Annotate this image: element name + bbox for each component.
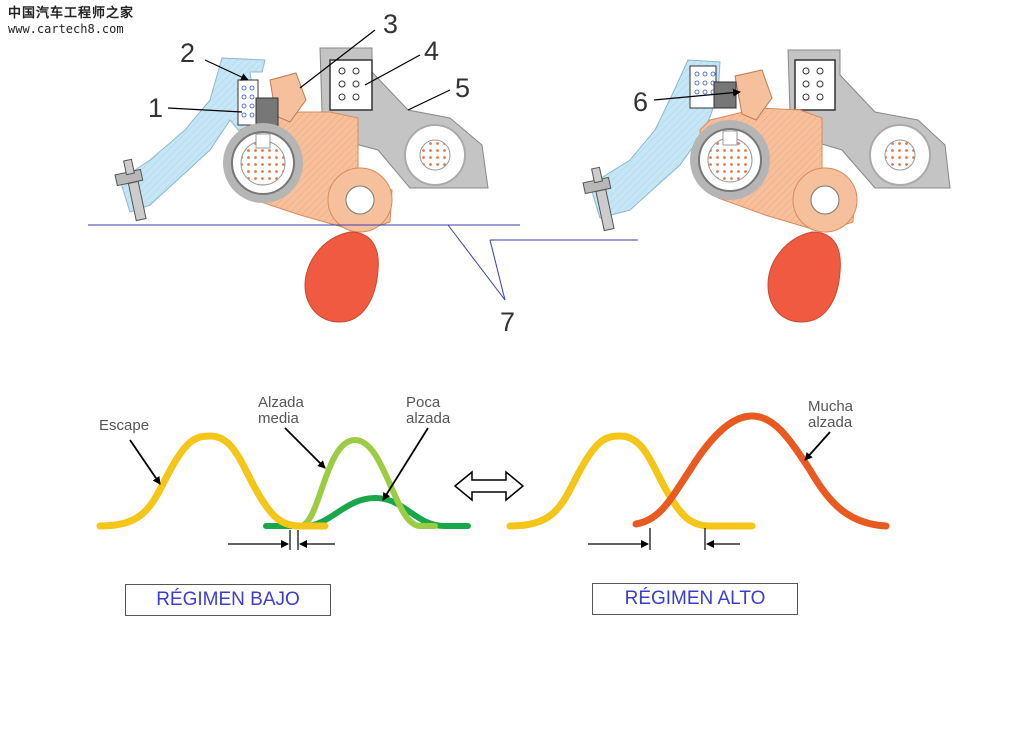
lift-curves-high bbox=[506, 412, 890, 530]
callout-2: 2 bbox=[180, 38, 195, 68]
regime-high-label: RÉGIMEN ALTO bbox=[592, 583, 798, 615]
label-poca-alzada-2: alzada bbox=[406, 410, 451, 427]
cam-lobe-left bbox=[304, 231, 379, 323]
piston-1 bbox=[237, 79, 259, 126]
label-arrows bbox=[129, 427, 831, 501]
label-escape: Escape bbox=[99, 417, 149, 434]
spring-coils bbox=[338, 67, 360, 101]
curve-medium-lift bbox=[297, 437, 438, 529]
mechanism-low-rpm bbox=[114, 47, 489, 323]
watermark-url: www.cartech8.com bbox=[8, 22, 124, 37]
mechanism-high-rpm bbox=[582, 49, 951, 323]
watermark-site-name: 中国汽车工程师之家 bbox=[8, 6, 135, 21]
overlap-indicator-low bbox=[228, 530, 335, 550]
rocker-arm-blue bbox=[119, 57, 266, 213]
adjuster-screw bbox=[114, 158, 147, 222]
double-arrow bbox=[453, 470, 525, 502]
label-mucha-alzada-2: alzada bbox=[808, 414, 853, 431]
reference-lines-7 bbox=[88, 224, 638, 301]
arm-right bbox=[734, 69, 773, 121]
label-alzada-media-1: Alzada bbox=[258, 394, 305, 411]
callout-1: 1 bbox=[148, 93, 163, 123]
curve-high-lift bbox=[632, 412, 890, 530]
curve-escape-low bbox=[96, 432, 329, 530]
label-poca-alzada-1: Poca bbox=[406, 394, 441, 411]
callout-6: 6 bbox=[633, 87, 648, 117]
regime-low-label: RÉGIMEN BAJO bbox=[125, 584, 331, 616]
callout-4: 4 bbox=[424, 36, 439, 66]
callout-7: 7 bbox=[500, 307, 515, 337]
overlap-indicator-high bbox=[588, 528, 740, 550]
label-alzada-media-2: media bbox=[258, 410, 300, 427]
callout-3: 3 bbox=[383, 9, 398, 39]
piston-6-locked bbox=[713, 81, 737, 109]
callout-leaders bbox=[167, 29, 741, 113]
curve-low-lift bbox=[263, 495, 471, 529]
curve-escape-high bbox=[506, 432, 756, 530]
lift-curves-low bbox=[96, 432, 471, 530]
cam-lobe-right bbox=[767, 231, 841, 323]
watermark: 中国汽车工程师之家 www.cartech8.com bbox=[8, 6, 134, 37]
callout-5: 5 bbox=[455, 73, 470, 103]
label-mucha-alzada-1: Mucha bbox=[808, 398, 854, 415]
adjuster-screw-right bbox=[582, 166, 615, 232]
spring-box-right bbox=[794, 59, 836, 111]
